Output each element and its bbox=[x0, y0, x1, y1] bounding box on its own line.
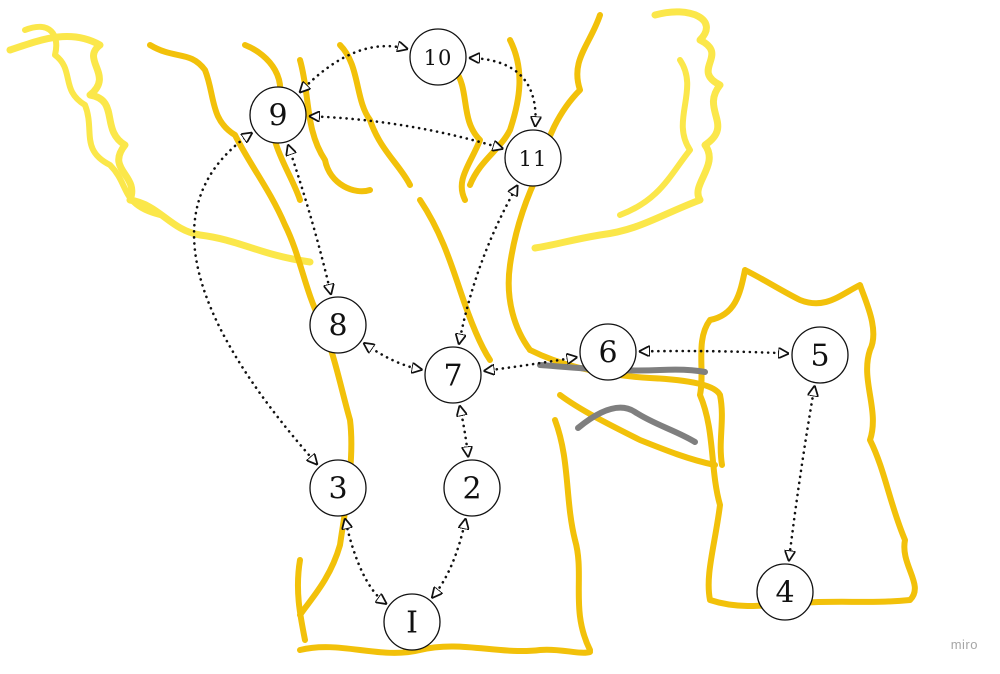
canopy-outline bbox=[6, 8, 724, 266]
node-10-label: 10 bbox=[424, 46, 453, 70]
node-8-label: 8 bbox=[328, 309, 347, 344]
node-4[interactable]: 4 bbox=[756, 563, 814, 621]
node-8[interactable]: 8 bbox=[309, 296, 367, 354]
node-6-label: 6 bbox=[598, 336, 617, 371]
node-1-circle bbox=[383, 593, 441, 651]
node-10-circle bbox=[409, 28, 467, 86]
node-3[interactable]: 3 bbox=[309, 459, 367, 517]
node-7-circle bbox=[424, 346, 482, 404]
node-7[interactable]: 7 bbox=[424, 346, 482, 404]
node-11-label: 11 bbox=[519, 147, 548, 171]
node-5-circle bbox=[791, 326, 849, 384]
edge-7-11 bbox=[459, 186, 517, 344]
edge-3-9 bbox=[192, 133, 317, 464]
node-2-label: 2 bbox=[462, 472, 481, 507]
node-5-label: 5 bbox=[810, 339, 829, 374]
node-1-label: I bbox=[406, 606, 418, 641]
node-11[interactable]: 11 bbox=[504, 129, 562, 187]
edge-1-2 bbox=[432, 519, 465, 597]
edge-8-9 bbox=[288, 145, 331, 293]
edge-2-7 bbox=[460, 406, 468, 456]
edge-5-4 bbox=[789, 387, 815, 561]
edge-6-5 bbox=[638, 351, 788, 353]
node-6[interactable]: 6 bbox=[579, 323, 637, 381]
node-10[interactable]: 10 bbox=[409, 28, 467, 86]
node-5[interactable]: 5 bbox=[791, 326, 849, 384]
edge-layer bbox=[192, 46, 815, 603]
node-3-label: 3 bbox=[328, 472, 347, 507]
node-6-circle bbox=[579, 323, 637, 381]
edge-10-11 bbox=[468, 58, 536, 126]
node-2-circle bbox=[443, 459, 501, 517]
node-layer: I 2 3 4 5 6 7 8 9 10 11 bbox=[249, 28, 849, 651]
edge-7-8 bbox=[364, 343, 421, 369]
node-4-label: 4 bbox=[775, 576, 794, 611]
node-9[interactable]: 9 bbox=[249, 86, 307, 144]
node-9-circle bbox=[249, 86, 307, 144]
node-8-circle bbox=[309, 296, 367, 354]
edge-9-11 bbox=[310, 116, 502, 148]
node-7-label: 7 bbox=[443, 359, 462, 394]
edge-9-10 bbox=[300, 46, 407, 92]
miro-watermark: miro bbox=[950, 637, 978, 652]
node-11-circle bbox=[504, 129, 562, 187]
edge-1-3 bbox=[345, 519, 386, 603]
node-9-label: 9 bbox=[268, 99, 287, 134]
node-2[interactable]: 2 bbox=[443, 459, 501, 517]
node-3-circle bbox=[309, 459, 367, 517]
node-1[interactable]: I bbox=[383, 593, 441, 651]
node-4-circle bbox=[756, 563, 814, 621]
